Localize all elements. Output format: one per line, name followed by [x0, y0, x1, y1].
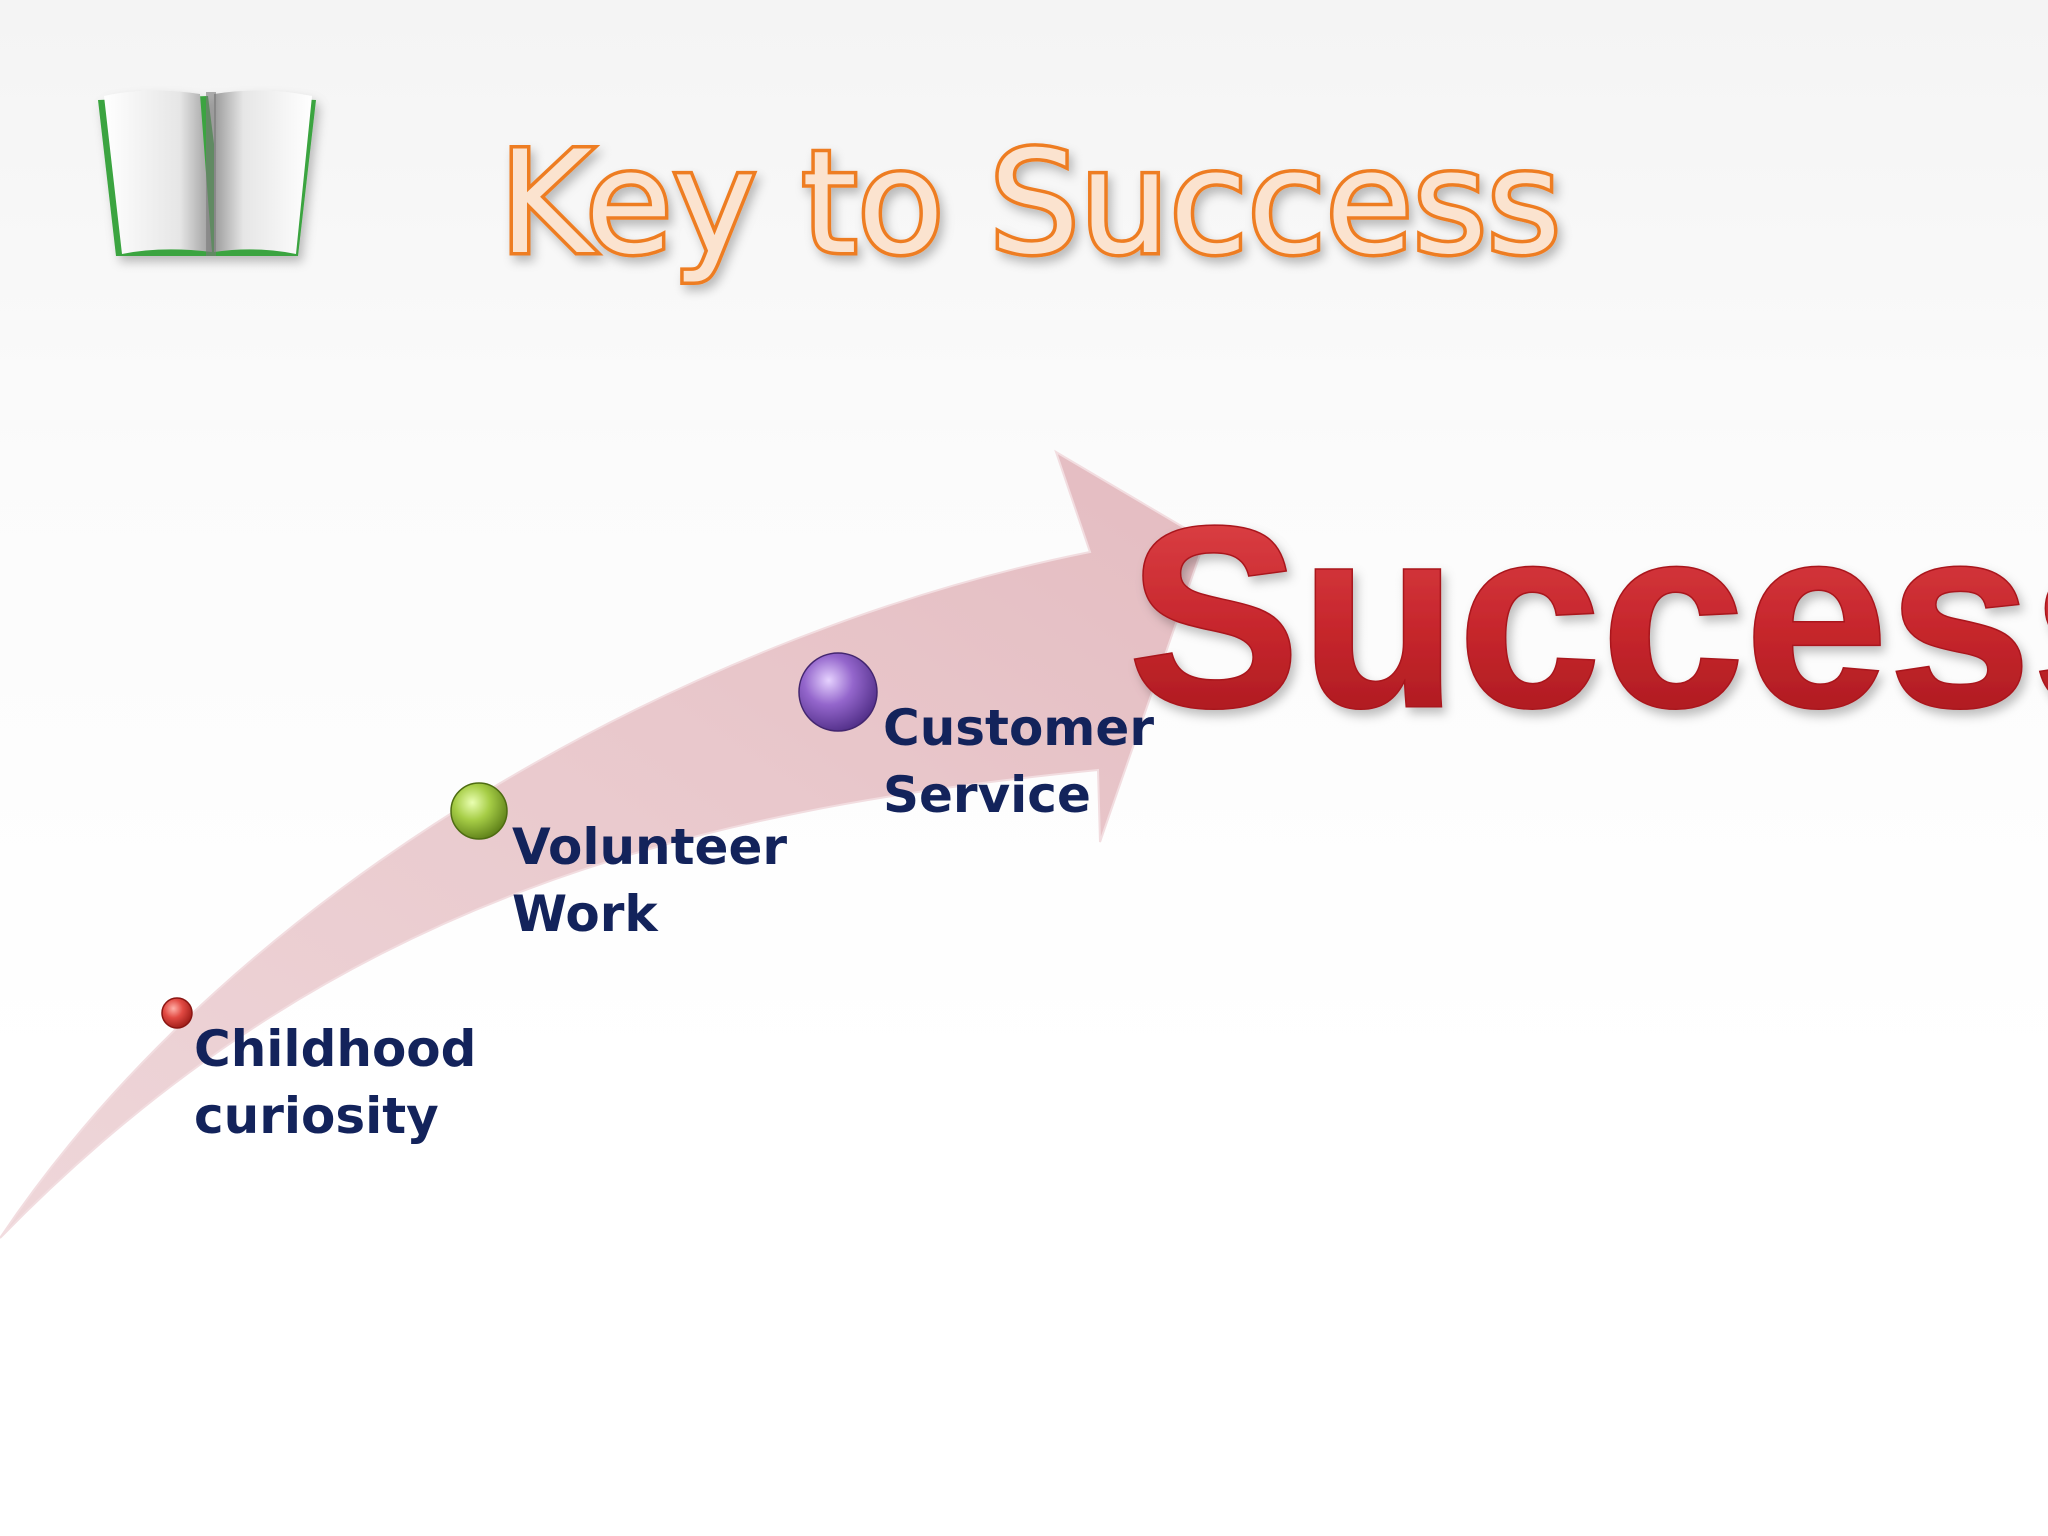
step-volunteer-work: Volunteer Work	[450, 782, 787, 943]
step-customer-service: Customer Service	[798, 652, 1154, 824]
success-word: Success	[1128, 472, 2048, 761]
open-book-icon	[98, 90, 316, 256]
step-marker-green	[450, 782, 508, 840]
step-label-line1: Childhood	[194, 1020, 476, 1078]
step-label-line2: Service	[883, 766, 1091, 824]
growth-arrow	[0, 449, 1207, 1239]
slide-title: Key to Success	[499, 121, 1561, 286]
step-label-line1: Volunteer	[512, 818, 787, 876]
step-childhood-curiosity: Childhood curiosity	[161, 997, 476, 1145]
step-label-line2: Work	[512, 885, 659, 943]
step-marker-purple	[798, 652, 878, 732]
step-marker-red	[161, 997, 193, 1029]
step-label-line1: Customer	[883, 699, 1154, 757]
step-label-line2: curiosity	[194, 1087, 439, 1145]
